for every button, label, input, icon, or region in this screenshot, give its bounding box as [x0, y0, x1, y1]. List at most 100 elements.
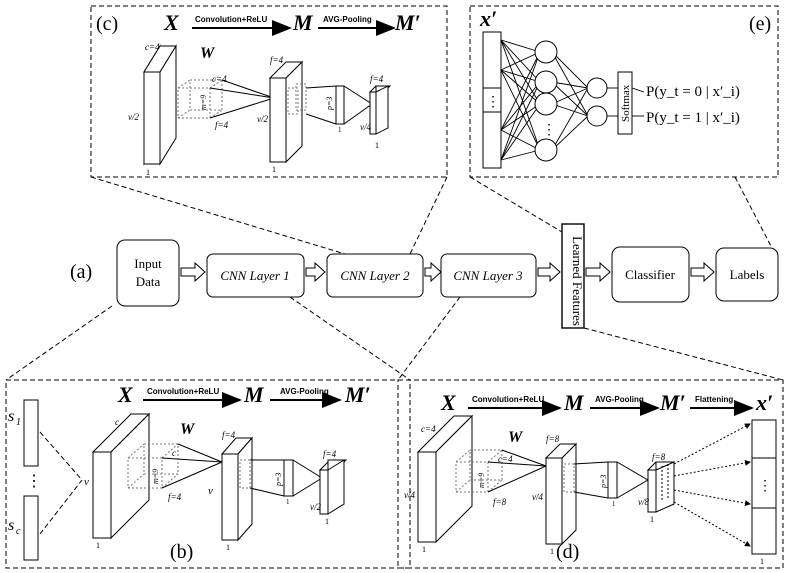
d-f8b-label: f=8 [546, 434, 560, 444]
d-conv-label: Convolution+ReLU [472, 395, 544, 404]
panel-d-label: (d) [556, 541, 579, 563]
input-data-label-2: Data [136, 274, 161, 289]
c-m9-label: m=9 [199, 95, 208, 110]
arrow-6 [690, 261, 715, 283]
d-one-label-e: 1 [760, 557, 764, 566]
panel-c: (c) X Convolution+ReLU M AVG-Pooling M′ … [90, 5, 448, 178]
panel-a-label: (a) [70, 261, 92, 283]
d-m-symbol: M [563, 390, 585, 415]
c-w-symbol: W [200, 45, 216, 62]
pipeline: (a) Input Data CNN Layer 1 CNN Layer 2 C… [5, 176, 784, 381]
c-one-label-c: 1 [338, 126, 342, 134]
d-one-label-b: 1 [550, 547, 554, 556]
c-x-symbol: X [163, 10, 180, 35]
classifier-label: Classifier [625, 267, 675, 282]
cnn-layer-2-box [326, 253, 424, 298]
b-one-label-a: 1 [96, 541, 100, 550]
arrow-3 [424, 261, 442, 283]
c-v4-label: v/4 [360, 122, 371, 132]
d-m9-label: m=9 [477, 473, 486, 488]
b-v-label-a: v [84, 476, 89, 488]
b-f4a-label: f=4 [168, 492, 182, 502]
panel-e-label: (e) [749, 13, 771, 35]
cnn-layer-3-label: CNN Layer 3 [453, 268, 523, 283]
d-vector-dots: ⋮ [758, 479, 772, 494]
panel-c-label: (c) [96, 13, 118, 35]
c-c4-label: c=4 [145, 42, 160, 52]
connector-lines [5, 176, 784, 381]
c-m-block [268, 60, 304, 164]
d-flattened-vector [751, 419, 777, 555]
c-f4c-label: f=4 [370, 74, 384, 84]
classifier-box [611, 246, 690, 303]
c-m-symbol: M [292, 10, 314, 35]
e-softmax-label: Softmax [620, 84, 632, 122]
b-sequence-s1 [23, 399, 39, 467]
d-flatten-lines [673, 423, 751, 547]
learned-features-box [561, 223, 585, 329]
c-c4b-label: c=4 [212, 74, 227, 84]
pipeline-arrows [180, 261, 715, 283]
b-w-symbol: W [180, 421, 196, 438]
b-pool-label: AVG-Pooling [280, 387, 329, 396]
e-hidden-neurons [534, 40, 558, 162]
c-one-label-a: 1 [146, 168, 150, 177]
b-v-label-b: v [208, 485, 213, 497]
panel-e: (e) x′ ⋮ ⋮ Softm [469, 5, 779, 178]
panel-b-label: (b) [170, 541, 193, 563]
d-c4-label: c=4 [421, 424, 436, 434]
c-p3-label: p=3 [325, 97, 334, 111]
b-mprime-block [318, 459, 348, 515]
b-one-label-b: 1 [226, 543, 230, 552]
input-data-box [116, 239, 180, 307]
b-f4b-label: f=4 [222, 430, 236, 440]
b-m-symbol: M [243, 382, 265, 407]
panel-d: (d) X Convolution+ReLU M AVG-Pooling M′ … [397, 379, 784, 569]
b-p3-label: p=3 [274, 473, 283, 487]
labels-box [715, 247, 779, 302]
c-pool-label: AVG-Pooling [323, 15, 372, 24]
d-x-symbol: X [440, 390, 457, 415]
d-mprime-symbol: M′ [659, 390, 686, 415]
d-flat-label: Flattening [695, 395, 733, 404]
c-f4a-label: f=4 [215, 120, 229, 130]
c-f4b-label: f=4 [270, 55, 284, 65]
b-one-label-c: 1 [286, 498, 290, 506]
c-conv-label: Convolution+ReLU [195, 15, 267, 24]
b-c2-label: c [172, 448, 176, 458]
arrow-5 [585, 261, 611, 283]
d-xprime-symbol: x′ [755, 390, 773, 415]
d-p3-label: p=3 [599, 475, 608, 489]
c-v2-label-b: v/2 [257, 114, 268, 124]
d-w-symbol: W [508, 429, 524, 446]
arrow-4 [537, 261, 561, 283]
d-mprime-block [646, 461, 676, 513]
cnn-layer-3-box [440, 253, 537, 298]
d-v4-label-b: v/4 [532, 492, 543, 502]
d-m-block [544, 442, 578, 546]
e-feature-vector [482, 31, 502, 169]
e-softmax-box [617, 71, 633, 135]
input-data-label-1: Input [134, 256, 162, 271]
b-x-symbol: X [117, 382, 134, 407]
e-vector-dots: ⋮ [486, 95, 500, 110]
b-vhalf-label: v/2 [310, 502, 321, 512]
d-c4b-label: c=4 [498, 454, 513, 464]
c-input-block [143, 44, 177, 166]
panel-b: (b) s 1 s c ⋮ v X Convolution+ReLU M AVG… [5, 379, 411, 569]
learned-features-label: Learned Features [570, 236, 585, 326]
d-f8a-label: f=8 [493, 497, 507, 507]
e-output-p1: P(y_t = 1 | x′_i) [646, 110, 740, 126]
cnn-layer-1-box [206, 253, 305, 298]
b-m9-label: m=9 [151, 469, 160, 484]
b-f4c-label: f=4 [323, 449, 337, 459]
cnn-layer-2-label: CNN Layer 2 [340, 268, 410, 283]
c-mprime-symbol: M′ [394, 10, 421, 35]
d-one-label-c: 1 [612, 500, 616, 508]
b-sc-symbol: s [8, 517, 14, 534]
e-hidden-dots: ⋮ [542, 123, 556, 138]
d-one-label-d: 1 [650, 515, 654, 524]
e-network-connections [500, 39, 645, 161]
